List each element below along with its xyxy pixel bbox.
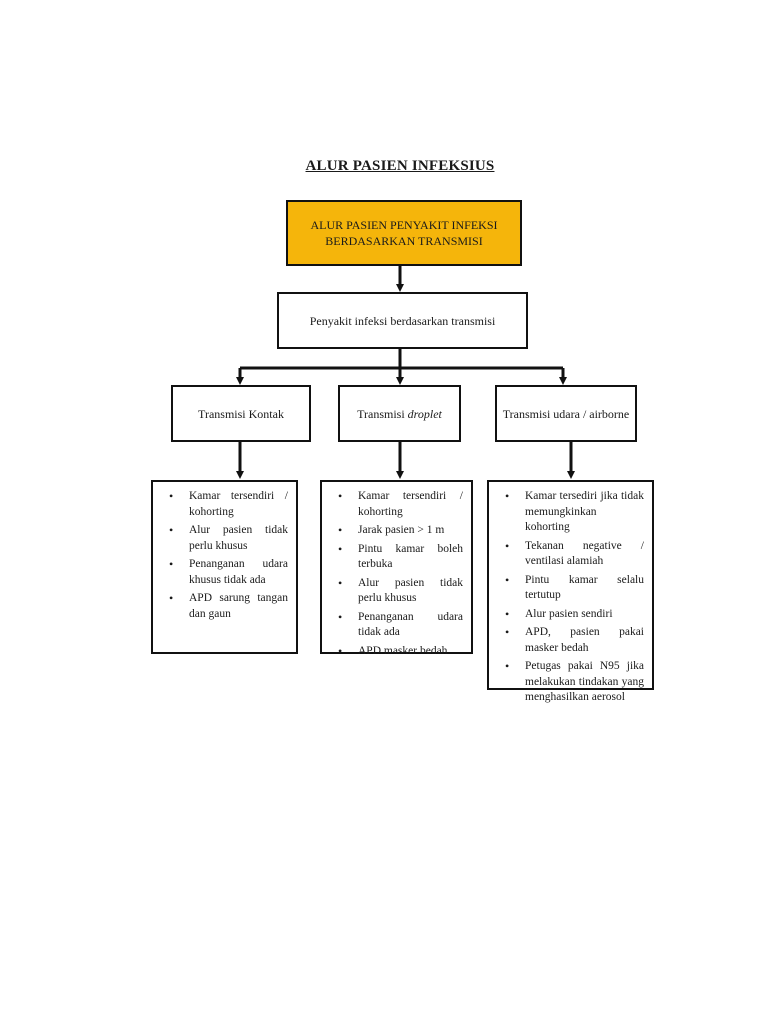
list-item: APD masker bedah <box>338 644 463 660</box>
list-item: Penanganan udara tidak ada <box>338 610 463 641</box>
list-item: Kamar tersendiri / kohorting <box>338 489 463 520</box>
list-item: Alur pasien tidak perlu khusus <box>169 523 288 554</box>
list-item: APD, pasien pakai masker bedah <box>505 625 644 656</box>
root-node: ALUR PASIEN PENYAKIT INFEKSI BERDASARKAN… <box>286 200 522 266</box>
list-item: Penanganan udara khusus tidak ada <box>169 557 288 588</box>
middle-node: Penyakit infeksi berdasarkan transmisi <box>277 292 528 349</box>
droplet-requirements-list: Kamar tersendiri / kohorting Jarak pasie… <box>330 489 463 659</box>
airborne-requirements-box: Kamar tersediri jika tidak memungkinkan … <box>487 480 654 703</box>
list-item: Kamar tersediri jika tidak memungkinkan … <box>505 489 644 536</box>
list-item: APD sarung tangan dan gaun <box>169 591 288 622</box>
kontak-requirements-box: Kamar tersendiri / kohorting Alur pasien… <box>151 480 298 654</box>
list-item: Jarak pasien > 1 m <box>338 523 463 539</box>
branch-label-prefix: Transmisi <box>357 406 408 421</box>
kontak-requirements-list: Kamar tersendiri / kohorting Alur pasien… <box>161 489 288 622</box>
page-title: ALUR PASIEN INFEKSIUS <box>305 158 495 174</box>
branch-node-droplet: Transmisi droplet <box>338 385 461 442</box>
branch-label-italic: droplet <box>407 406 442 421</box>
airborne-requirements-list: Kamar tersediri jika tidak memungkinkan … <box>497 489 644 706</box>
branch-node-label: Transmisi droplet <box>357 406 442 422</box>
droplet-requirements-box: Kamar tersendiri / kohorting Jarak pasie… <box>320 480 473 659</box>
root-node-line1: ALUR PASIEN PENYAKIT INFEKSI <box>310 218 498 232</box>
middle-node-label: Penyakit infeksi berdasarkan transmisi <box>309 313 496 328</box>
branch-node-airborne: Transmisi udara / airborne <box>495 385 637 442</box>
list-item: Petugas pakai N95 jika melakukan tindaka… <box>505 659 644 706</box>
list-item: Pintu kamar selalu tertutup <box>505 573 644 604</box>
list-item: Tekanan negative / ventilasi alamiah <box>505 539 644 570</box>
list-item: Alur pasien sendiri <box>505 607 644 623</box>
branch-node-kontak: Transmisi Kontak <box>171 385 311 442</box>
branch-node-label: Transmisi Kontak <box>198 406 284 421</box>
list-item: Kamar tersendiri / kohorting <box>169 489 288 520</box>
list-item: Alur pasien tidak perlu khusus <box>338 576 463 607</box>
branch-node-label: Transmisi udara / airborne <box>502 406 630 421</box>
root-node-line2: BERDASARKAN TRANSMISI <box>325 234 483 248</box>
list-item: Pintu kamar boleh terbuka <box>338 542 463 573</box>
